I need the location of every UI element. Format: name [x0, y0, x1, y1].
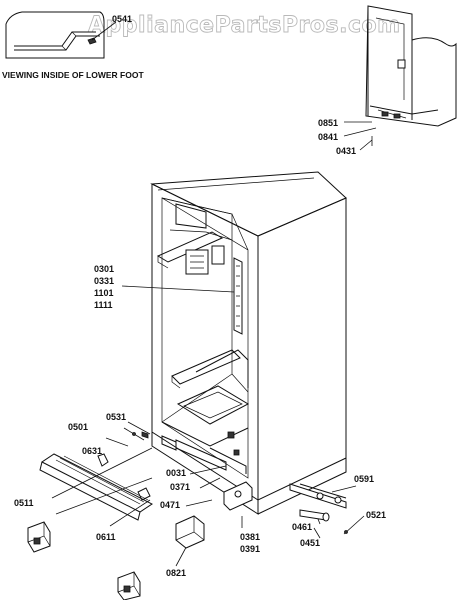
label-0391: 0391: [240, 544, 260, 554]
label-0531: 0531: [106, 412, 126, 422]
label-0521: 0521: [366, 510, 386, 520]
label-0381: 0381: [240, 532, 260, 542]
label-0471: 0471: [160, 500, 180, 510]
label-0431: 0431: [336, 146, 356, 156]
label-0301: 0301: [94, 264, 114, 274]
label-0461: 0461: [292, 522, 312, 532]
label-0031: 0031: [166, 468, 186, 478]
label-1111: 1111: [94, 300, 113, 310]
toe-grille: [39, 453, 153, 521]
cabinet-shell: [150, 171, 347, 515]
label-0611: 0611: [96, 532, 116, 542]
label-1101: 1101: [94, 288, 114, 298]
label-0511: 0511: [14, 498, 34, 508]
label-0631: 0631: [82, 446, 102, 456]
front-bracket: [223, 481, 253, 511]
rear-cabinet-view: 0851 0841 0431: [318, 5, 457, 156]
screw-0521: [344, 530, 348, 534]
watermark: AppliancePartsPros.com: [88, 13, 401, 38]
label-0331: 0331: [94, 276, 114, 286]
label-0371: 0371: [170, 482, 190, 492]
label-0541: 0541: [112, 14, 132, 24]
label-0501: 0501: [68, 422, 88, 432]
label-0451: 0451: [300, 538, 320, 548]
inset-caption: VIEWING INSIDE OF LOWER FOOT: [2, 70, 144, 80]
caster-bracket: [175, 515, 205, 549]
label-0591: 0591: [354, 474, 374, 484]
label-0841: 0841: [318, 132, 338, 142]
leveling-foot-left: [27, 521, 51, 553]
rear-roller: [299, 509, 330, 522]
lower-foot-inset: 0541 VIEWING INSIDE OF LOWER FOOT: [2, 11, 144, 80]
screw-0501: [132, 432, 136, 436]
leader-lines: [51, 285, 365, 567]
label-0821: 0821: [166, 568, 186, 578]
leveling-foot-bottom: [117, 571, 141, 600]
label-0851: 0851: [318, 118, 338, 128]
rear-roller-bracket: [289, 483, 347, 509]
